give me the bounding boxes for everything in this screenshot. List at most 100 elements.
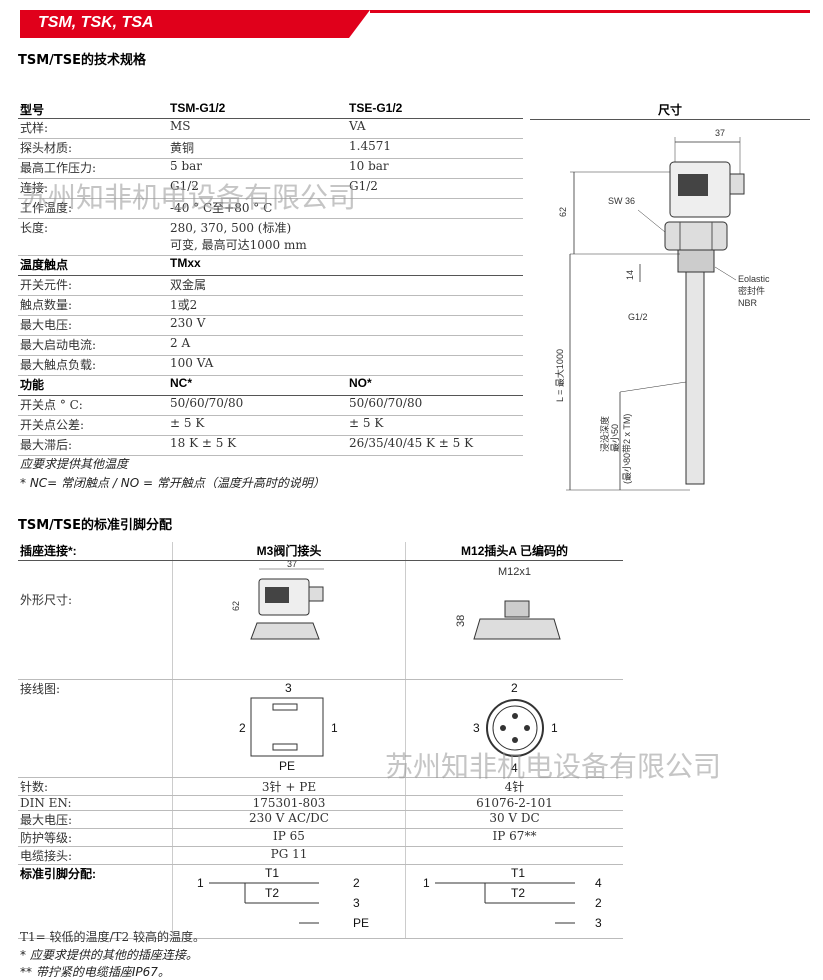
pin-header-m3: M3阀门接头	[172, 542, 406, 561]
wiring-row: 接线图: 3 2 1 PE 2 3 1 4	[18, 679, 623, 778]
m3-t1: T1	[265, 866, 279, 880]
m3-out1: 2	[353, 876, 360, 890]
outline-m12: M12x1 38	[405, 560, 623, 680]
spec-value: 2 A	[168, 335, 347, 356]
m3-pin-top: 3	[285, 681, 292, 695]
dim-immersion: 浸没深度	[599, 416, 610, 452]
m12-t1: T1	[511, 866, 525, 880]
length-line1: 280, 370, 500 (标准)	[170, 221, 292, 235]
spec-value-tse: 10 bar	[347, 158, 523, 179]
section-value: TMxx	[168, 255, 347, 276]
spec-label: 探头材质:	[18, 138, 168, 159]
section-label: 温度触点	[18, 255, 168, 276]
outline-m3: 37 62	[172, 559, 406, 680]
pin-table: 插座连接*: M3阀门接头 M12插头A 已编码的 外形尺寸: 37 62 M1…	[18, 542, 623, 939]
spec-value: 18 K ± 5 K	[168, 435, 347, 456]
spec-label: 开关元件:	[18, 275, 168, 296]
spec-value-length: 280, 370, 500 (标准) 可变, 最高可达1000 mm	[168, 218, 523, 256]
dim-g12: G1/2	[628, 312, 648, 322]
dimension-drawing: 37 62 SW 36 14 G1/2 Eolastic 密封件 NBR L =…	[554, 128, 770, 491]
spec-value: ± 5 K	[168, 415, 347, 436]
dim-seal: 密封件	[738, 285, 765, 296]
spec-value: ± 5 K	[347, 415, 523, 436]
m12-t2: T2	[511, 886, 525, 900]
pin-label: 针数:	[18, 777, 173, 796]
pin-value-m12: 30 V DC	[405, 810, 623, 829]
col-tsm: TSM-G1/2	[168, 101, 347, 119]
spec-value-tsm: G1/2	[168, 178, 347, 199]
m12-pin-bottom: 4	[511, 761, 518, 774]
watermark-bottom: 苏州知非机电设备有限公司	[385, 750, 722, 783]
spec-value	[347, 275, 523, 296]
m12-pin-left: 3	[473, 721, 480, 735]
m3-in: 1	[197, 876, 204, 890]
banner-title: TSM, TSK, TSA	[38, 14, 154, 31]
pin-header-row: 插座连接*: M3阀门接头 M12插头A 已编码的	[18, 542, 623, 561]
spec-label: 开关点公差:	[18, 415, 168, 436]
section-value-no: NO*	[347, 375, 523, 396]
wiring-m12: 2 3 1 4	[405, 679, 623, 778]
pin-value-m12: IP 67**	[405, 828, 623, 847]
m3-height: 62	[231, 601, 241, 611]
spec-row: 长度:280, 370, 500 (标准)可变, 最高可达1000 mm	[18, 218, 523, 256]
note-other-temps: 应要求提供其他温度	[20, 457, 129, 471]
m3-assign-diagram: 1 T1 T2 2 3 PE	[197, 866, 369, 930]
spec-value: 26/35/40/45 K ± 5 K	[347, 435, 523, 456]
m12-out1: 4	[595, 876, 602, 890]
spec-value	[347, 355, 523, 376]
spec-value-temp: -40 ° C至+80 ° C	[168, 198, 523, 219]
pin-value-m3: IP 65	[172, 828, 406, 847]
section-title-pins: TSM/TSE的标准引脚分配	[18, 518, 173, 533]
pin-value-m3: 230 V AC/DC	[172, 810, 406, 829]
m12-in: 1	[423, 876, 430, 890]
dim-nbr: NBR	[738, 298, 758, 308]
dim-62: 62	[558, 207, 568, 217]
header-banner: TSM, TSK, TSA	[20, 10, 370, 38]
col-tse: TSE-G1/2	[347, 101, 523, 119]
pin-note-other: * 应要求提供的其他的插座连接。	[20, 948, 198, 962]
spec-value: 双金属	[168, 275, 347, 296]
spec-value: 230 V	[168, 315, 347, 336]
pin-label: 电缆接头:	[18, 846, 173, 865]
spec-row: 最大电压:230 V	[18, 315, 523, 336]
spec-label: 最大启动电流:	[18, 335, 168, 356]
spec-value-tse: G1/2	[347, 178, 523, 199]
m3-pin-bottom: PE	[279, 759, 295, 773]
spec-value: 50/60/70/80	[168, 395, 347, 416]
pin-value-m3: 3针 + PE	[172, 777, 406, 796]
m12-height: 38	[455, 615, 467, 627]
dimensions-title: 尺寸	[657, 103, 682, 117]
m3-width: 37	[287, 561, 297, 569]
length-line2: 可变, 最高可达1000 mm	[170, 238, 307, 252]
spec-value-tsm: MS	[168, 118, 347, 139]
m12-out2: 2	[595, 896, 602, 910]
pin-row: 电缆接头:PG 11	[18, 846, 623, 865]
spec-label: 最大电压:	[18, 315, 168, 336]
m3-t2: T2	[265, 886, 279, 900]
spec-row: 开关元件:双金属	[18, 275, 523, 296]
assign-m3: 1 T1 T2 2 3 PE	[172, 864, 406, 939]
spec-value: 50/60/70/80	[347, 395, 523, 416]
pin-note-ip67: ** 带拧紧的电缆插座IP67。	[20, 965, 170, 979]
col-model: 型号	[18, 101, 168, 119]
dim-eolastic: Eolastic	[738, 274, 770, 284]
spec-label: 连接:	[18, 178, 168, 199]
spec-value: 1或2	[168, 295, 347, 316]
assign-label: 标准引脚分配:	[18, 864, 173, 939]
m3-pin-diagram: 3 2 1 PE	[239, 681, 338, 773]
outline-row: 外形尺寸: 37 62 M12x1 38	[18, 559, 623, 680]
pin-label: 防护等级:	[18, 828, 173, 847]
outline-label: 外形尺寸:	[18, 560, 173, 680]
assign-m12: 1 T1 T2 4 2 3	[405, 864, 623, 939]
watermark-top: 苏州知非机电设备有限公司	[20, 181, 357, 214]
m12-out3: 3	[595, 916, 602, 930]
